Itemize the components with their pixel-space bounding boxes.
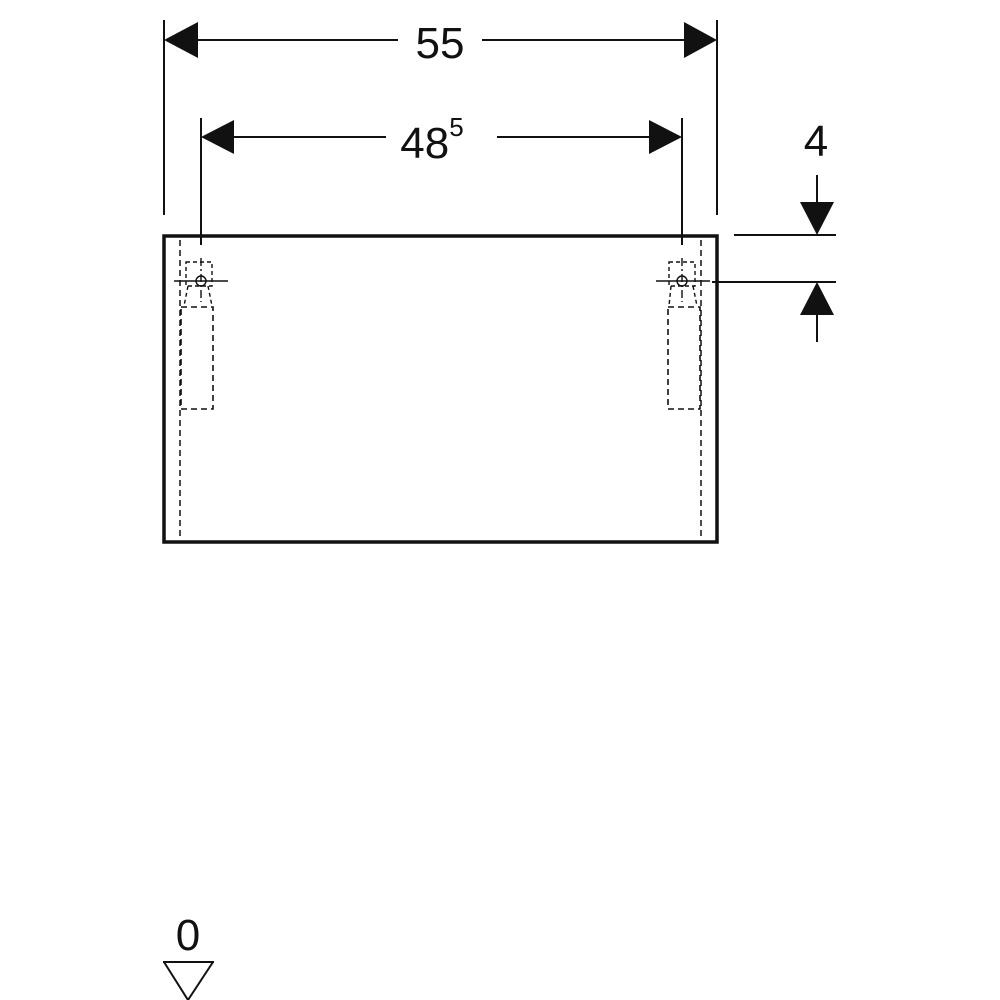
bracket-body: [180, 306, 214, 410]
cabinet-outline: [162, 234, 719, 544]
hanger-spacing-dimension: 485: [200, 112, 683, 245]
arrow-head-up: [800, 282, 834, 315]
hanger-spacing-label: 485: [400, 112, 463, 168]
arrow-head-right: [649, 120, 682, 154]
hanger-bracket-right: [656, 258, 710, 410]
reference-triangle-icon: [163, 961, 214, 1000]
floor-reference-label: 0: [176, 911, 200, 960]
bracket-neck: [183, 285, 213, 307]
hanger-spacing-superscript: 5: [449, 112, 463, 142]
hanger-offset-label: 4: [804, 117, 828, 166]
hanger-spacing-base: 48: [400, 119, 449, 168]
hanger-offset-dimension: 4: [712, 117, 836, 342]
hanger-bracket-left: [174, 258, 228, 410]
floor-reference-marker: 0: [163, 911, 214, 1000]
arrow-head-left: [201, 120, 234, 154]
bracket-body: [667, 306, 701, 410]
bracket-head: [185, 261, 213, 287]
arrow-head-left: [164, 22, 198, 58]
bracket-neck: [668, 285, 698, 307]
arrow-head-right: [684, 22, 717, 58]
cabinet-front-view: [162, 234, 719, 544]
overall-width-label: 55: [416, 19, 465, 68]
overall-width-dimension: 55: [163, 19, 718, 215]
arrow-head-down: [800, 202, 834, 235]
